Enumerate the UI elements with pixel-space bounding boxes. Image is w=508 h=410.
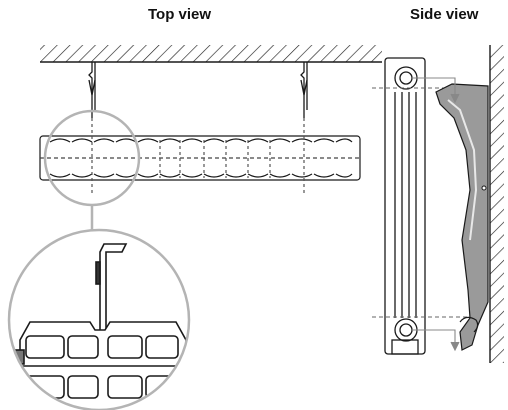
mount-arrow-upper [412, 77, 460, 104]
bracket-screw-hole [481, 185, 487, 191]
side-bracket [435, 83, 489, 351]
top-bracket-left [88, 62, 96, 118]
top-radiator [39, 118, 361, 196]
side-view-label: Side view [410, 6, 479, 23]
top-view-label: Top view [148, 6, 212, 23]
zoom-detail [7, 228, 191, 410]
bracket-highlight [447, 99, 478, 241]
top-view [7, 45, 382, 410]
side-view [372, 45, 504, 363]
top-wall-hatching [40, 45, 382, 62]
top-bracket-right [300, 62, 308, 118]
mount-arrow-lower [412, 329, 460, 352]
side-radiator [384, 57, 426, 355]
side-wall-hatching [490, 45, 504, 363]
bracket-lower-hook [459, 316, 479, 333]
